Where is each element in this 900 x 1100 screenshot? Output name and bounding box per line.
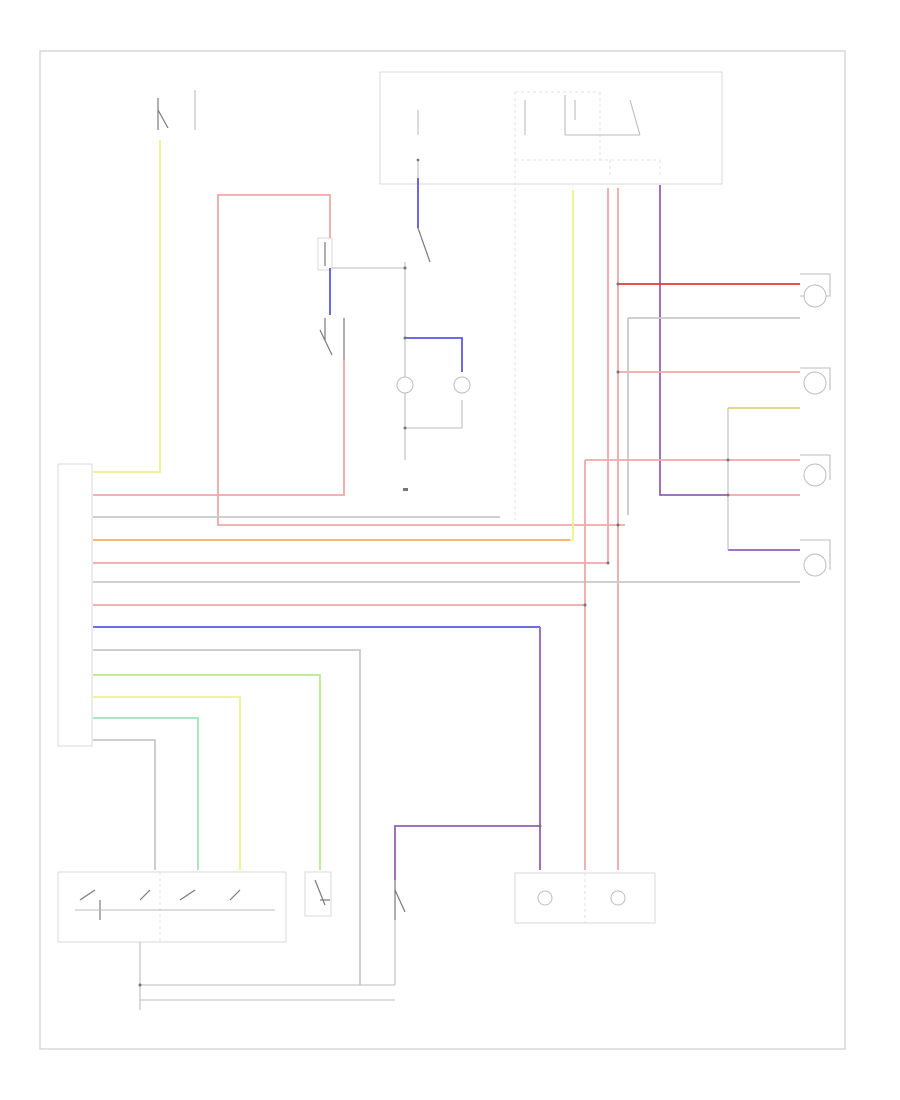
dimmer-relay — [394, 880, 406, 985]
relay-coil — [317, 237, 333, 271]
control-unit — [57, 90, 585, 985]
right-indicator-lamp — [453, 376, 471, 394]
headlight-switch — [57, 871, 332, 943]
ground-bus — [138, 942, 395, 1010]
bottom-lamp-block — [514, 872, 656, 924]
passing-switch — [304, 871, 332, 917]
right-lamps — [93, 273, 831, 583]
left-indicator-lamp — [396, 376, 414, 394]
headlight-left-lo — [800, 367, 831, 390]
headlight-right-hi — [800, 454, 831, 480]
red-relay-loop — [93, 194, 625, 526]
lower-feeds — [394, 460, 587, 880]
fuse-relay-box — [379, 71, 723, 520]
diagram-border — [39, 50, 846, 1050]
blue-wire-circuit — [329, 178, 471, 491]
pass-switch — [319, 318, 345, 360]
ground-symbol — [403, 488, 408, 491]
headlight-right-lo — [800, 539, 831, 570]
fuse-feeds — [93, 185, 800, 870]
